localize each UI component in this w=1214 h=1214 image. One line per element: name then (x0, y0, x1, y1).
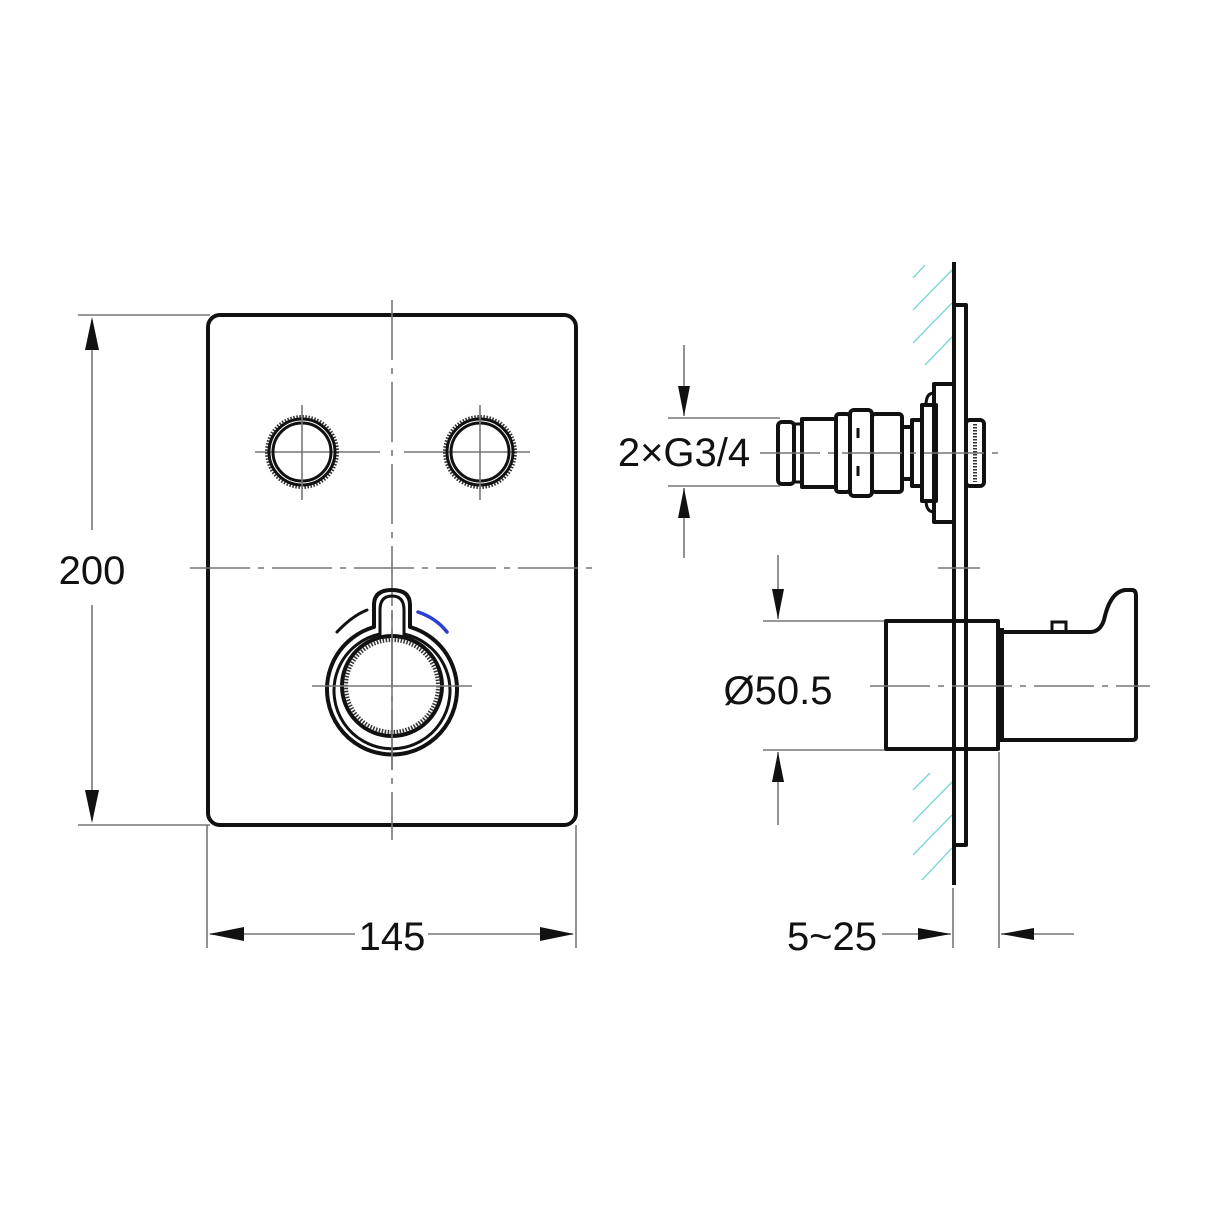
diameter-label: Ø50.5 (724, 669, 833, 713)
wall-depth-dimension: 5~25 (787, 752, 1074, 959)
left-push-button[interactable] (265, 405, 339, 500)
wall-depth-label: 5~25 (787, 915, 877, 959)
temperature-knob[interactable] (312, 588, 472, 770)
front-view: 200 145 (59, 300, 596, 959)
side-view: 2×G3/4 Ø50.5 5 (618, 262, 1150, 959)
rotation-indicator-cold-icon (335, 608, 369, 634)
valve-connector (760, 382, 1000, 524)
right-push-button[interactable] (443, 405, 517, 500)
width-label: 145 (359, 915, 426, 959)
trim-plate-side (954, 303, 968, 847)
knob-side-body (870, 567, 1150, 751)
rotation-indicator-hot-icon (416, 610, 449, 634)
wall-hatch-top (912, 264, 953, 366)
connection-label: 2×G3/4 (618, 431, 750, 475)
height-dimension: 200 (59, 314, 210, 826)
connection-dimension: 2×G3/4 (618, 345, 780, 558)
diameter-dimension: Ø50.5 (724, 555, 884, 825)
wall-hatch-bottom (912, 772, 953, 881)
height-label: 200 (59, 549, 126, 593)
width-dimension: 145 (206, 825, 577, 959)
